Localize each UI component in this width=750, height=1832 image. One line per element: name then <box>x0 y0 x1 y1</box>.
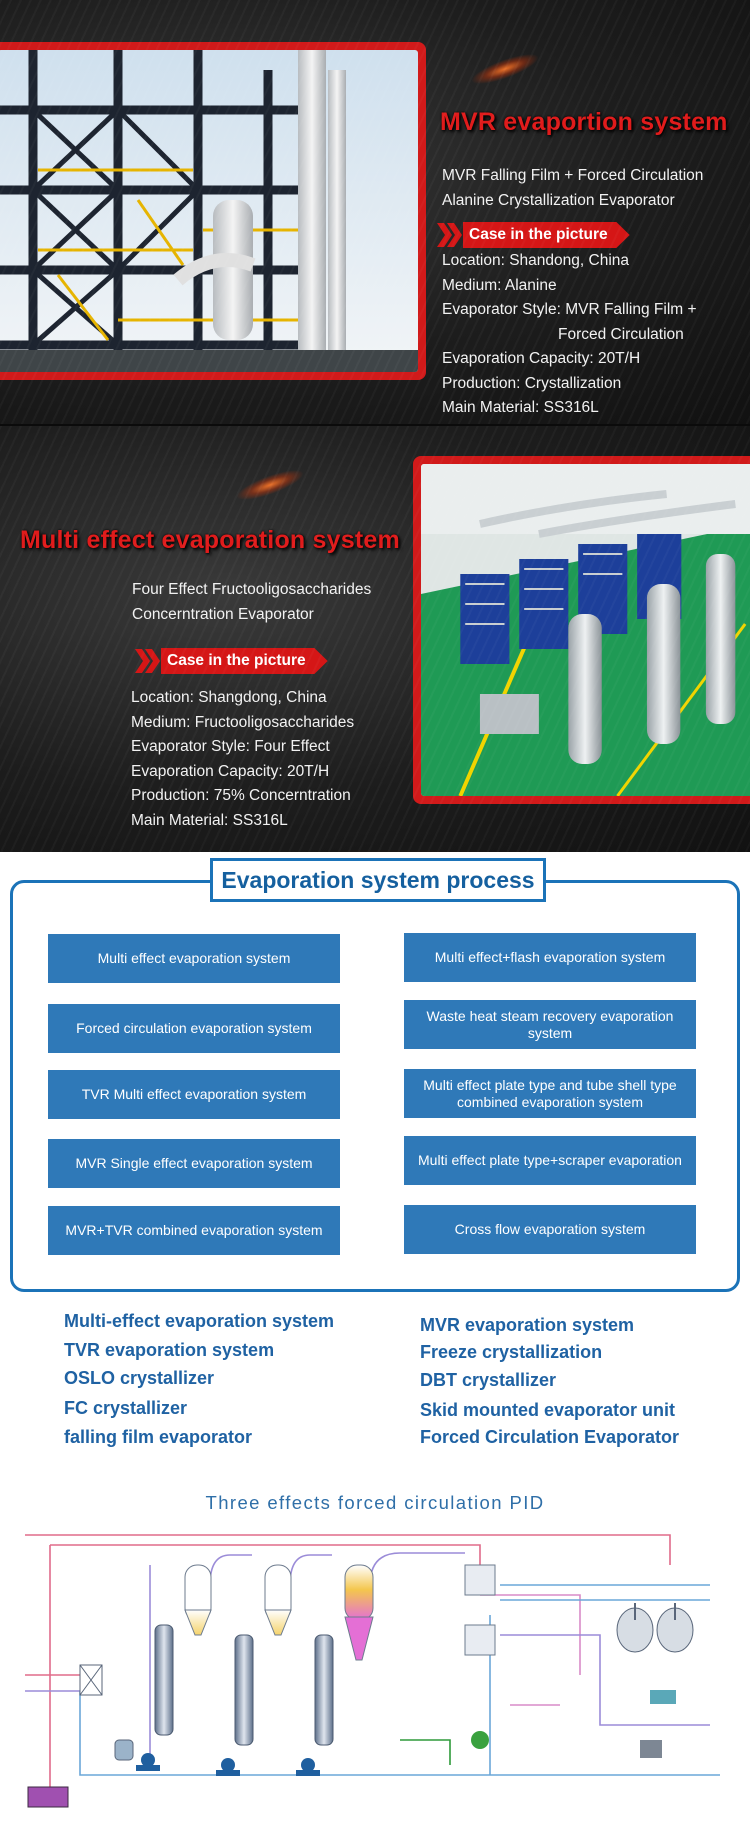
detail-location: Location: Shangdong, China <box>131 689 327 706</box>
detail-material: Main Material: SS316L <box>442 399 599 416</box>
circulation-pump <box>136 1753 320 1776</box>
separator-3 <box>344 1564 374 1661</box>
keyword-link[interactable]: FC crystallizer <box>64 1398 188 1418</box>
keyword-link[interactable]: falling film evaporator <box>64 1427 253 1447</box>
heater-2 <box>234 1634 254 1746</box>
process-item[interactable]: Multi effect plate type+scraper evaporat… <box>404 1136 696 1185</box>
condenser <box>464 1564 496 1656</box>
keyword-link[interactable]: DBT crystallizer <box>420 1370 557 1390</box>
mvr-section-title: MVR evaportion system <box>440 108 728 136</box>
separator-2 <box>264 1564 292 1636</box>
multi-case-badge: Case in the picture <box>135 646 328 676</box>
mvr-showcase-section: MVR evaportion system MVR Falling Film +… <box>0 0 750 424</box>
detail-production: Production: Crystallization <box>442 374 622 392</box>
heater-3 <box>314 1634 334 1746</box>
keyword-link[interactable]: Multi-effect evaporation system <box>64 1311 335 1331</box>
double-chevron-icon <box>437 223 462 247</box>
keyword-link[interactable]: MVR evaporation system <box>420 1315 635 1335</box>
multi-section-title: Multi effect evaporation system <box>20 526 400 554</box>
multi-subtitle-line: Concerntration Evaporator <box>132 605 314 623</box>
process-item[interactable]: Multi effect evaporation system <box>48 934 340 983</box>
product-line <box>500 1634 710 1726</box>
double-chevron-icon <box>135 649 160 673</box>
detail-material: Main Material: SS316L <box>131 811 288 829</box>
separator-1 <box>184 1564 212 1636</box>
case-label: Case in the picture <box>161 648 328 674</box>
mvr-subtitle-line: Alanine Crystallization Evaporator <box>442 191 675 209</box>
mvr-plant-photo <box>0 42 426 380</box>
detail-style: Evaporator Style: Four Effect <box>131 738 330 755</box>
product-line <box>400 1739 451 1765</box>
ember-glow <box>234 464 306 506</box>
mvr-case-details: Location: Shandong, China Medium: Alanin… <box>442 249 697 421</box>
detail-production: Production: 75% Concerntration <box>131 787 351 804</box>
pid-title: Three effects forced circulation PID <box>205 1492 545 1513</box>
process-item[interactable]: TVR Multi effect evaporation system <box>48 1070 340 1119</box>
multi-effect-plant-illustration <box>421 464 750 796</box>
detail-style-cont: Forced Circulation <box>558 325 684 343</box>
keyword-link[interactable]: Skid mounted evaporator unit <box>420 1400 676 1420</box>
process-item[interactable]: Multi effect+flash evaporation system <box>404 933 696 982</box>
preheater <box>114 1739 134 1761</box>
water-line <box>79 1691 720 1776</box>
multi-subtitle-line: Four Effect Fructooligosaccharides <box>132 581 372 598</box>
condensate-line <box>480 1594 581 1675</box>
centrifuge <box>650 1690 676 1704</box>
multi-effect-showcase-section: Multi effect evaporation system Four Eff… <box>0 424 750 852</box>
process-item[interactable]: Multi effect plate type and tube shell t… <box>404 1069 696 1118</box>
detail-capacity: Evaporation Capacity: 20T/H <box>442 350 641 367</box>
heater-1 <box>154 1624 174 1736</box>
process-item[interactable]: Cross flow evaporation system <box>404 1205 696 1254</box>
keyword-link[interactable]: TVR evaporation system <box>64 1340 275 1360</box>
crystallizer-kettle <box>616 1603 694 1653</box>
detail-medium: Medium: Fructooligosaccharides <box>131 713 355 731</box>
detail-style: Evaporator Style: MVR Falling Film + <box>442 301 697 318</box>
keyword-link[interactable]: Freeze crystallization <box>420 1342 603 1362</box>
detail-medium: Medium: Alanine <box>442 276 557 294</box>
process-item[interactable]: MVR+TVR combined evaporation system <box>48 1206 340 1255</box>
storage-tank <box>27 1786 69 1808</box>
mvr-subtitle: MVR Falling Film + Forced Circulation Al… <box>442 164 703 213</box>
case-label: Case in the picture <box>463 222 630 248</box>
keyword-link[interactable]: OSLO crystallizer <box>64 1368 215 1388</box>
process-item[interactable]: MVR Single effect evaporation system <box>48 1139 340 1188</box>
plate-heat-exchanger-mark <box>79 1664 103 1696</box>
vapor-line <box>209 1554 252 1586</box>
steam-line <box>25 1534 671 1565</box>
process-item[interactable]: Waste heat steam recovery evaporation sy… <box>404 1000 696 1049</box>
ember-glow <box>469 48 541 90</box>
multi-case-details: Location: Shangdong, China Medium: Fruct… <box>131 686 354 833</box>
mvr-case-badge: Case in the picture <box>437 220 630 250</box>
product-tank <box>471 1731 489 1749</box>
keyword-link[interactable]: Forced Circulation Evaporator <box>420 1427 680 1447</box>
multi-subtitle: Four Effect Fructooligosaccharides Conce… <box>132 578 371 627</box>
process-title: Evaporation system process <box>210 858 546 902</box>
steam-line <box>50 1544 481 1565</box>
multi-effect-plant-photo <box>413 456 750 804</box>
pid-diagram <box>25 1534 720 1808</box>
vapor-line <box>289 1554 332 1586</box>
mvr-subtitle-line: MVR Falling Film + Forced Circulation <box>442 167 704 184</box>
detail-location: Location: Shandong, China <box>442 252 630 269</box>
mixer-tank <box>640 1740 662 1758</box>
mvr-plant-illustration <box>0 50 418 372</box>
vapor-line <box>369 1552 465 1586</box>
detail-capacity: Evaporation Capacity: 20T/H <box>131 762 330 780</box>
process-item[interactable]: Forced circulation evaporation system <box>48 1004 340 1053</box>
